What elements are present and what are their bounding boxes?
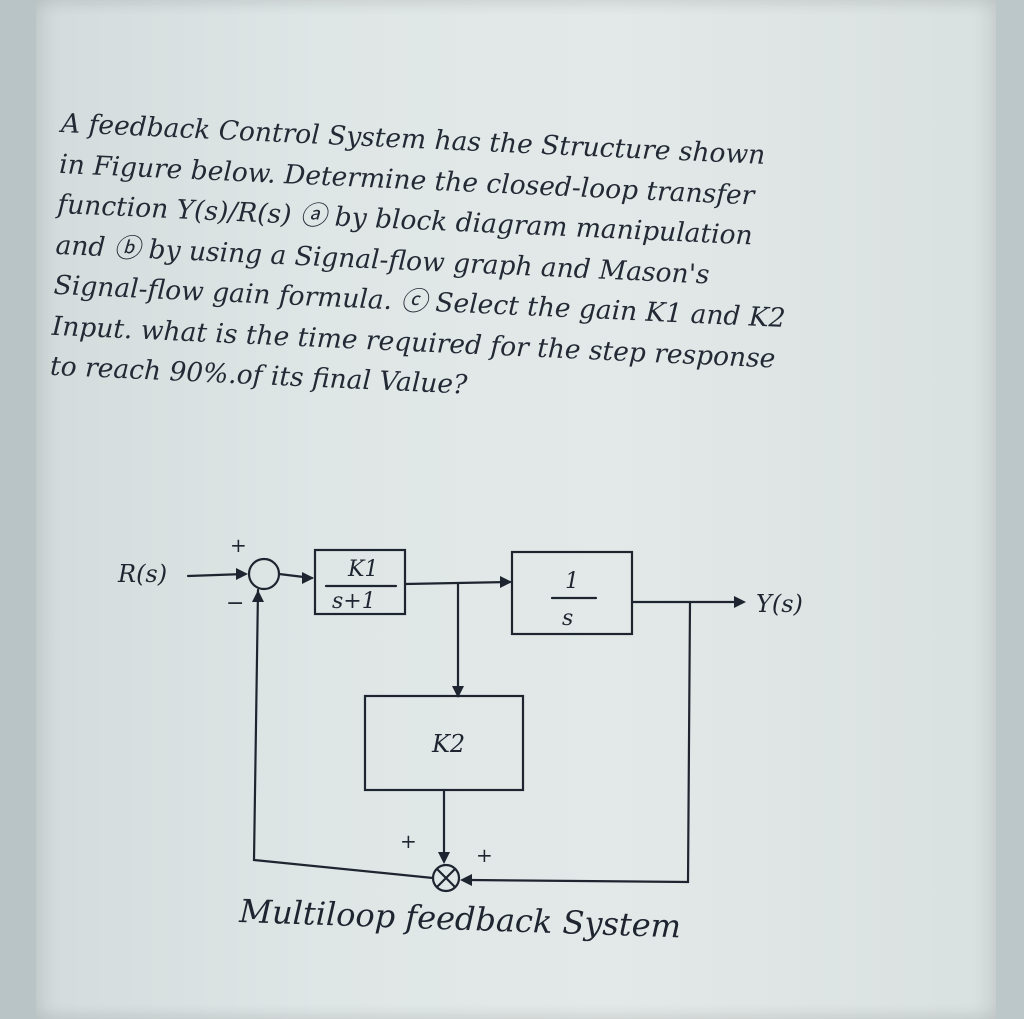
block1-numerator: K1: [347, 557, 378, 582]
summing-junction-1: [247, 557, 281, 591]
block2-numerator: 1: [565, 569, 579, 594]
block3-label: K2: [431, 730, 465, 758]
negative-feedback-wire: [252, 588, 435, 880]
paper-sheet: [36, 0, 996, 1019]
output-label: Y(s): [756, 590, 803, 618]
sum2-top-arrowhead: [438, 852, 450, 864]
k2-arrowhead: [452, 686, 464, 698]
sum1-bottom-arrowhead: [252, 590, 264, 602]
block2-arrowhead: [500, 576, 512, 588]
input-wire: [186, 572, 247, 578]
input-label: R(s): [117, 560, 167, 588]
block1-to-block2-wire: [403, 580, 512, 586]
block1-denominator: s+1: [332, 589, 376, 614]
block2-denominator: s: [562, 606, 573, 631]
sum2-cross: [435, 867, 457, 889]
sum1-plus-sign: +: [230, 533, 247, 557]
output-arrowhead: [734, 596, 746, 608]
background-left: [0, 0, 36, 1019]
sum2-right-sign: +: [476, 843, 493, 867]
background-right: [996, 0, 1024, 1019]
sum2-left-sign: +: [400, 829, 417, 853]
output-feedback-wire: [468, 600, 692, 884]
sum1-minus-sign: −: [226, 591, 244, 616]
block-k1-over-s-plus-1: [313, 548, 407, 616]
block-integrator: [510, 550, 634, 636]
block1-arrowhead: [302, 572, 314, 584]
input-arrowhead: [236, 568, 248, 580]
sum2-right-arrowhead: [460, 874, 472, 886]
